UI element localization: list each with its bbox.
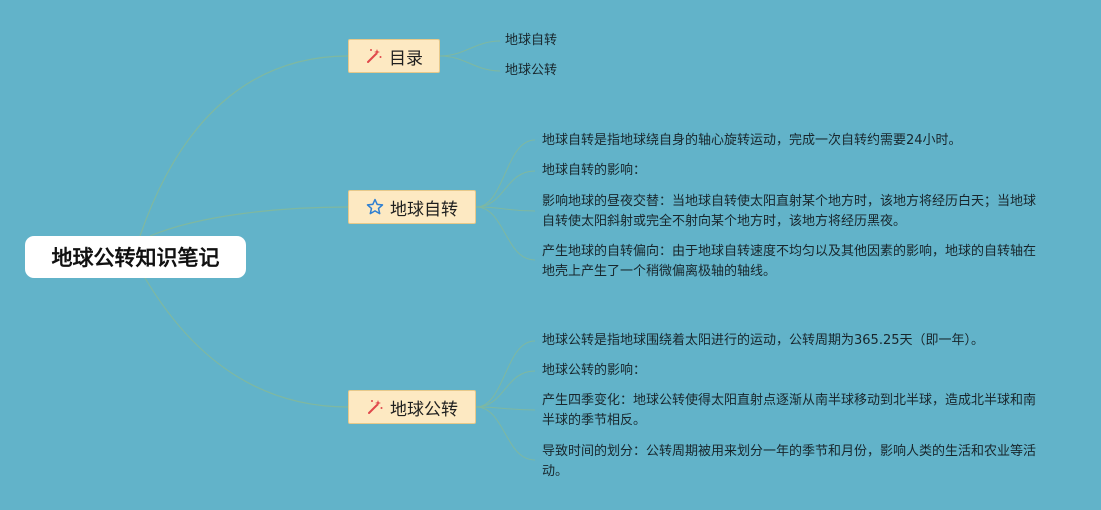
leaf-rotation-4[interactable]: 产生地球的自转偏向：由于地球自转速度不均匀以及其他因素的影响，地球的自转轴在地壳…	[542, 244, 1037, 279]
connector-toc-1	[439, 40, 501, 57]
root-node[interactable]: 地球公转知识笔记	[25, 236, 246, 278]
connector-rev-1	[475, 340, 536, 408]
connector-root-revolution	[144, 277, 349, 408]
star-icon	[366, 198, 384, 215]
connector-rev-2	[475, 370, 536, 408]
connector-rot-3	[475, 206, 536, 212]
leaf-revolution-3[interactable]: 产生四季变化：地球公转使得太阳直射点逐渐从南半球移动到北半球，造成北半球和南半球…	[542, 393, 1037, 428]
leaf-toc-2[interactable]: 地球公转	[505, 63, 558, 78]
root-title: 地球公转知识笔记	[51, 246, 220, 270]
connector-toc-2	[439, 55, 501, 72]
leaf-rotation-3[interactable]: 影响地球的昼夜交替：当地球自转使太阳直射某个地方时，该地方将经历白天；当地球自转…	[542, 194, 1037, 229]
branch-node-toc[interactable]: 目录	[348, 39, 440, 73]
branch-node-revolution[interactable]: 地球公转	[348, 390, 476, 424]
leaf-rotation-1[interactable]: 地球自转是指地球绕自身的轴心旋转运动，完成一次自转约需要24小时。	[542, 133, 962, 148]
magic-wand-icon	[368, 400, 383, 414]
connector-rev-4	[475, 406, 536, 461]
magic-wand-icon	[367, 49, 382, 63]
branch-label: 地球公转	[390, 399, 458, 420]
connector-rot-1	[475, 139, 536, 208]
branch-label: 目录	[389, 48, 423, 69]
connector-rot-4	[475, 206, 536, 261]
connector-rot-2	[475, 170, 536, 208]
leaf-toc-1[interactable]: 地球自转	[505, 33, 558, 48]
leaf-revolution-1[interactable]: 地球公转是指地球围绕着太阳进行的运动，公转周期为365.25天（即一年）。	[542, 333, 984, 348]
leaf-revolution-2[interactable]: 地球公转的影响：	[542, 363, 647, 378]
branch-label: 地球自转	[390, 199, 458, 220]
connector-root-toc	[139, 55, 349, 237]
branch-node-rotation[interactable]: 地球自转	[348, 190, 476, 224]
connector-root-rotation	[149, 206, 349, 237]
connector-rev-3	[475, 406, 536, 411]
leaf-rotation-2[interactable]: 地球自转的影响：	[542, 163, 647, 178]
leaf-revolution-4[interactable]: 导致时间的划分：公转周期被用来划分一年的季节和月份，影响人类的生活和农业等活动。	[542, 444, 1037, 479]
